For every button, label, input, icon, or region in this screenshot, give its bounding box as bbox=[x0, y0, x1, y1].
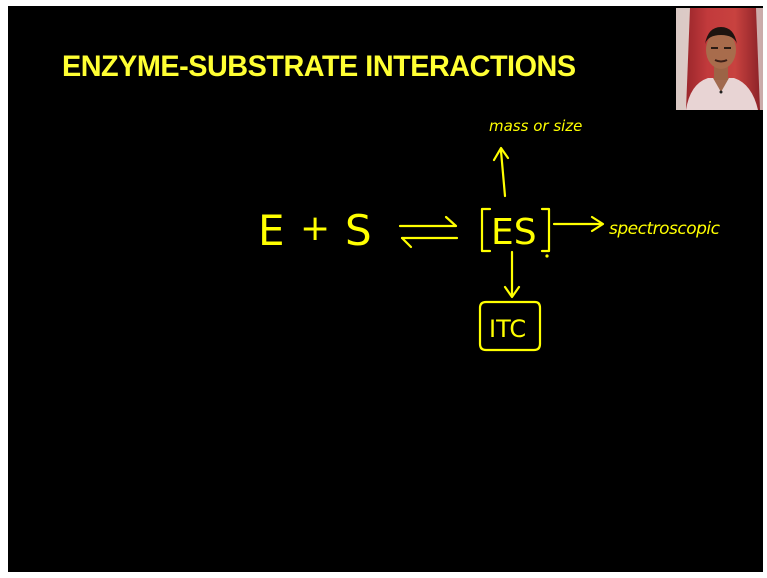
spectroscopic-label: spectroscopic bbox=[609, 219, 721, 239]
slide-canvas: ENZYME-SUBSTRATE INTERACTIONS bbox=[8, 6, 763, 572]
right-bracket bbox=[540, 207, 551, 253]
substrate-letter: S bbox=[345, 206, 372, 255]
equilibrium-arrows bbox=[398, 215, 459, 249]
left-bracket bbox=[480, 207, 492, 253]
presenter-webcam bbox=[676, 8, 763, 110]
mass-or-size-label: mass or size bbox=[489, 117, 582, 135]
slide-title: ENZYME-SUBSTRATE INTERACTIONS bbox=[62, 50, 576, 83]
itc-label: ITC bbox=[489, 315, 526, 343]
arrow-up-mass bbox=[492, 146, 510, 198]
arrow-down-itc bbox=[503, 250, 521, 299]
handwritten-annotations: E + S ES mass or size spectroscopic ITC bbox=[258, 117, 721, 352]
arrow-right-spectroscopic bbox=[552, 215, 605, 233]
plus-sign: + bbox=[300, 208, 330, 249]
complex-label: ES bbox=[491, 212, 537, 253]
enzyme-letter: E bbox=[258, 206, 285, 255]
itc-box bbox=[478, 300, 542, 352]
ink-dot bbox=[545, 254, 549, 258]
